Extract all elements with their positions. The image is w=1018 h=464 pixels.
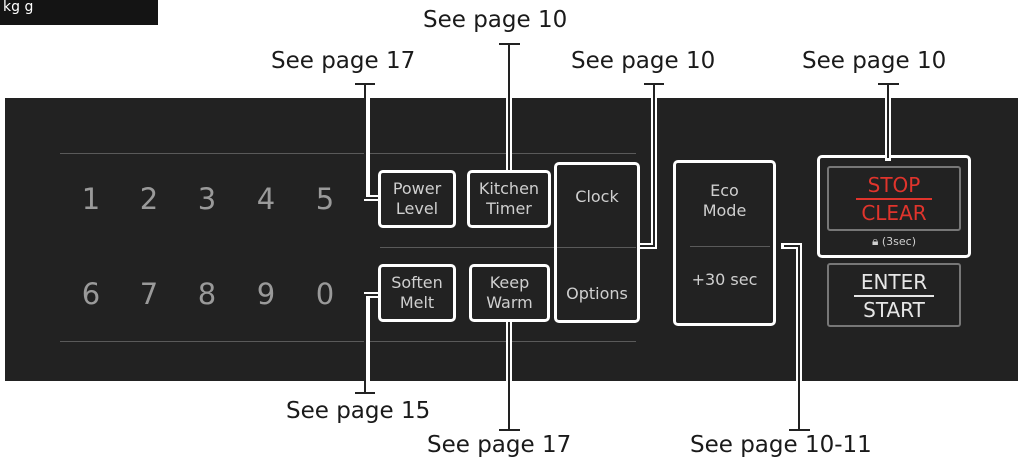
- callout-kitchen-timer: See page 10: [423, 7, 568, 33]
- leader-power-level-stem: [364, 84, 378, 199]
- leader-soften-halo: [364, 292, 381, 384]
- kitchen-timer-line1: Kitchen: [478, 179, 540, 198]
- callout-keep-warm: See page 17: [427, 432, 572, 458]
- eco-mode-line2: Mode: [702, 201, 747, 220]
- key-digit-2[interactable]: 2: [139, 182, 159, 216]
- clock-label: Clock: [575, 187, 619, 206]
- enter-start-divider: [854, 295, 934, 297]
- clear-label: CLEAR: [861, 201, 927, 225]
- leader-clock-options-stem: [640, 84, 655, 247]
- panel-divider-bottom: [60, 341, 636, 342]
- soften-melt-line2: Melt: [399, 293, 435, 312]
- clock-options-button[interactable]: Clock Options: [554, 162, 640, 323]
- leader-soften-melt-stem: [364, 294, 378, 393]
- power-level-line1: Power: [392, 179, 442, 198]
- key-digit-5[interactable]: 5: [315, 182, 335, 216]
- options-label: Options: [566, 284, 628, 303]
- key-digit-8[interactable]: 8: [197, 277, 217, 311]
- key-digit-7[interactable]: 7: [139, 277, 159, 311]
- leader-power-level-halo: [364, 95, 381, 201]
- callout-power-level: See page 17: [271, 48, 416, 74]
- soften-melt-line1: Soften: [391, 273, 443, 292]
- key-digit-0[interactable]: 0: [315, 277, 335, 311]
- callout-stop-clear: See page 10: [802, 48, 947, 74]
- stop-clear-button[interactable]: STOP CLEAR: [827, 166, 961, 231]
- keep-warm-line2: Warm: [486, 293, 533, 312]
- leader-eco-halo: [781, 243, 802, 384]
- callout-eco-30sec: See page 10-11: [690, 432, 872, 458]
- leader-clock-halo: [637, 95, 657, 249]
- power-level-line2: Level: [395, 199, 439, 218]
- key-digit-4[interactable]: 4: [256, 182, 276, 216]
- key-digit-1[interactable]: 1: [81, 182, 101, 216]
- eco-30sec-button[interactable]: Eco Mode +30 sec: [673, 160, 776, 326]
- keep-warm-line1: Keep: [489, 273, 530, 292]
- key-digit-6[interactable]: 6: [81, 277, 101, 311]
- start-label: START: [863, 298, 925, 322]
- callout-clock-options: See page 10: [571, 48, 716, 74]
- eco-mode-line1: Eco: [710, 181, 739, 200]
- plus-30-sec-label: +30 sec: [691, 270, 758, 289]
- corner-tag: kg g: [0, 0, 158, 25]
- stop-clear-group: [817, 155, 971, 258]
- key-digit-9[interactable]: 9: [256, 277, 276, 311]
- stop-label: STOP: [867, 173, 921, 197]
- enter-start-button[interactable]: ENTER START: [827, 263, 961, 327]
- enter-label: ENTER: [860, 270, 928, 294]
- key-digit-3[interactable]: 3: [197, 182, 217, 216]
- lock-icon: 🔒︎: [871, 234, 879, 248]
- panel-divider-middle: [380, 247, 636, 248]
- eco-divider: [690, 246, 770, 247]
- panel-divider-top: [60, 153, 636, 154]
- kitchen-timer-line2: Timer: [486, 199, 532, 218]
- stop-clear-divider: [856, 198, 932, 200]
- leader-eco-30sec-stem: [784, 245, 800, 430]
- lock-hint: 🔒︎ (3sec): [817, 234, 971, 249]
- callout-soften-melt: See page 15: [286, 398, 431, 424]
- lock-hint-text: (3sec): [881, 235, 917, 248]
